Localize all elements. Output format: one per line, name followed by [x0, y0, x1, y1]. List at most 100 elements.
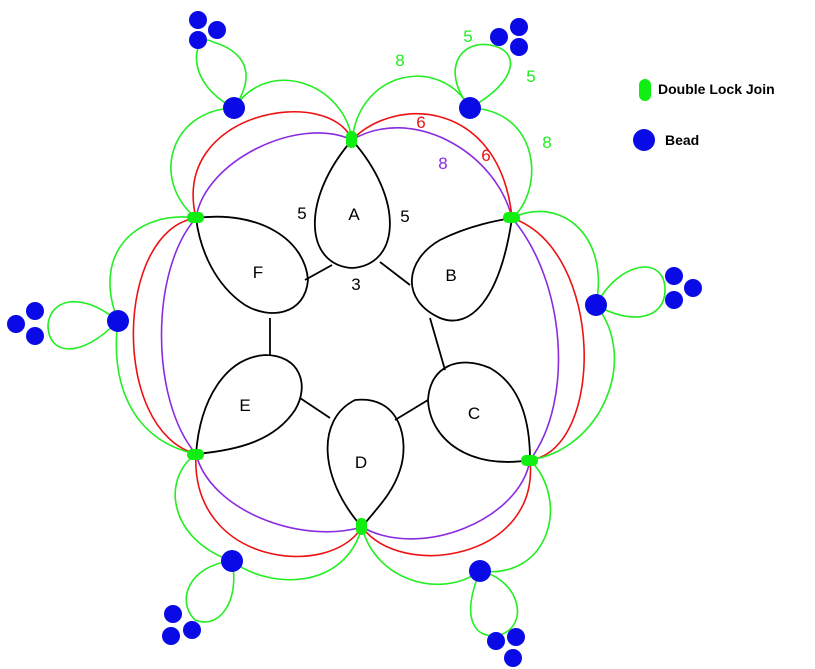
count-red-chain-left: 6 [416, 113, 425, 132]
ring-labels: A B C D E F [239, 205, 480, 472]
bead [510, 18, 528, 36]
green-chain-tl-b [233, 79, 353, 141]
red-chain-left [132, 217, 197, 455]
bead [504, 649, 522, 667]
bead [26, 327, 44, 345]
ring-b [410, 216, 514, 322]
ring-label-c: C [468, 404, 480, 423]
green-chain-r-a [511, 210, 600, 306]
green-picot-tr [454, 43, 512, 109]
green-chain-tr-a [351, 75, 471, 141]
join-top [346, 131, 357, 148]
ring-c [427, 361, 531, 463]
red-chain-top-right [351, 113, 513, 219]
count-ring-join: 3 [351, 275, 360, 294]
bead [223, 97, 245, 119]
green-chain-br-b [361, 526, 481, 586]
legend-join-swatch [639, 79, 651, 101]
ring-label-e: E [239, 396, 250, 415]
ring-d [326, 398, 405, 529]
ring-a [313, 138, 391, 269]
green-picot-tl [195, 39, 247, 109]
bead [162, 627, 180, 645]
green-chain-tl-a [170, 107, 235, 219]
purple-chains [160, 127, 560, 540]
green-picot-l [47, 300, 119, 350]
bead [208, 21, 226, 39]
beads [7, 11, 702, 667]
green-chains [47, 39, 666, 637]
bead [507, 628, 525, 646]
ring-e [195, 354, 303, 455]
green-chain-br-a [479, 459, 552, 573]
ring-link-e-d [299, 397, 331, 419]
bead [164, 605, 182, 623]
legend-join-label: Double Lock Join [658, 81, 775, 97]
red-chain-right [511, 217, 585, 461]
joins [187, 131, 538, 535]
count-ring-side-left: 5 [297, 204, 306, 223]
green-chain-bl-b [174, 453, 233, 562]
join-left [187, 212, 204, 223]
bead [469, 560, 491, 582]
purple-chain-left [160, 217, 197, 455]
count-green-chain: 8 [395, 51, 404, 70]
red-chain-bottom-right [361, 459, 532, 557]
ring-link-a-f [304, 264, 333, 281]
legend: Double Lock Join Bead [633, 79, 775, 151]
join-right [521, 455, 538, 466]
bead [189, 11, 207, 29]
bead [585, 294, 607, 316]
red-chain-bottom-left [195, 453, 363, 558]
join-top-right [503, 212, 520, 223]
bead [7, 315, 25, 333]
bead [459, 97, 481, 119]
purple-chain-top-right [351, 127, 513, 219]
count-green-picot-right: 5 [526, 67, 535, 86]
purple-chain-bottom-right [361, 459, 531, 540]
green-chain-bl-a [231, 526, 363, 581]
bead [510, 38, 528, 56]
ring-f [194, 215, 309, 314]
bead [183, 621, 201, 639]
purple-chain-top-left [195, 132, 353, 219]
bead [26, 302, 44, 320]
green-picot-r [595, 266, 666, 318]
green-chain-tr-b [469, 107, 533, 219]
green-chain-r-b [529, 304, 616, 461]
bead [189, 31, 207, 49]
red-chain-top-left [192, 111, 353, 219]
ring-link-d-c [394, 399, 429, 421]
ring-label-a: A [348, 205, 360, 224]
stitch-count-labels: 5 5 3 8 5 5 8 6 6 8 [297, 27, 551, 294]
ring-label-b: B [445, 266, 456, 285]
count-green-picot-left: 5 [463, 27, 472, 46]
ring-link-a-b [379, 261, 411, 286]
purple-chain-bottom-left [195, 453, 363, 533]
bead [665, 267, 683, 285]
count-green-chain-right: 8 [542, 133, 551, 152]
bead [221, 550, 243, 572]
bead [487, 632, 505, 650]
ring-label-d: D [355, 453, 367, 472]
purple-chain-right [511, 217, 560, 461]
rings-group [194, 138, 531, 529]
bead [684, 279, 702, 297]
green-chain-l-b [109, 216, 197, 322]
count-purple-chain: 8 [438, 154, 447, 173]
legend-bead-label: Bead [665, 132, 699, 148]
count-red-chain-right: 6 [481, 146, 490, 165]
green-chain-l-a [115, 320, 197, 455]
bead [665, 291, 683, 309]
count-ring-side-right: 5 [400, 207, 409, 226]
ring-label-f: F [253, 263, 263, 282]
red-chains [132, 111, 585, 558]
bead [107, 310, 129, 332]
join-bottom-left [187, 449, 204, 460]
green-picot-bl [185, 560, 235, 623]
bead [490, 28, 508, 46]
legend-bead-swatch [633, 129, 655, 151]
join-bottom [356, 518, 367, 535]
ring-link-b-c [429, 317, 446, 371]
